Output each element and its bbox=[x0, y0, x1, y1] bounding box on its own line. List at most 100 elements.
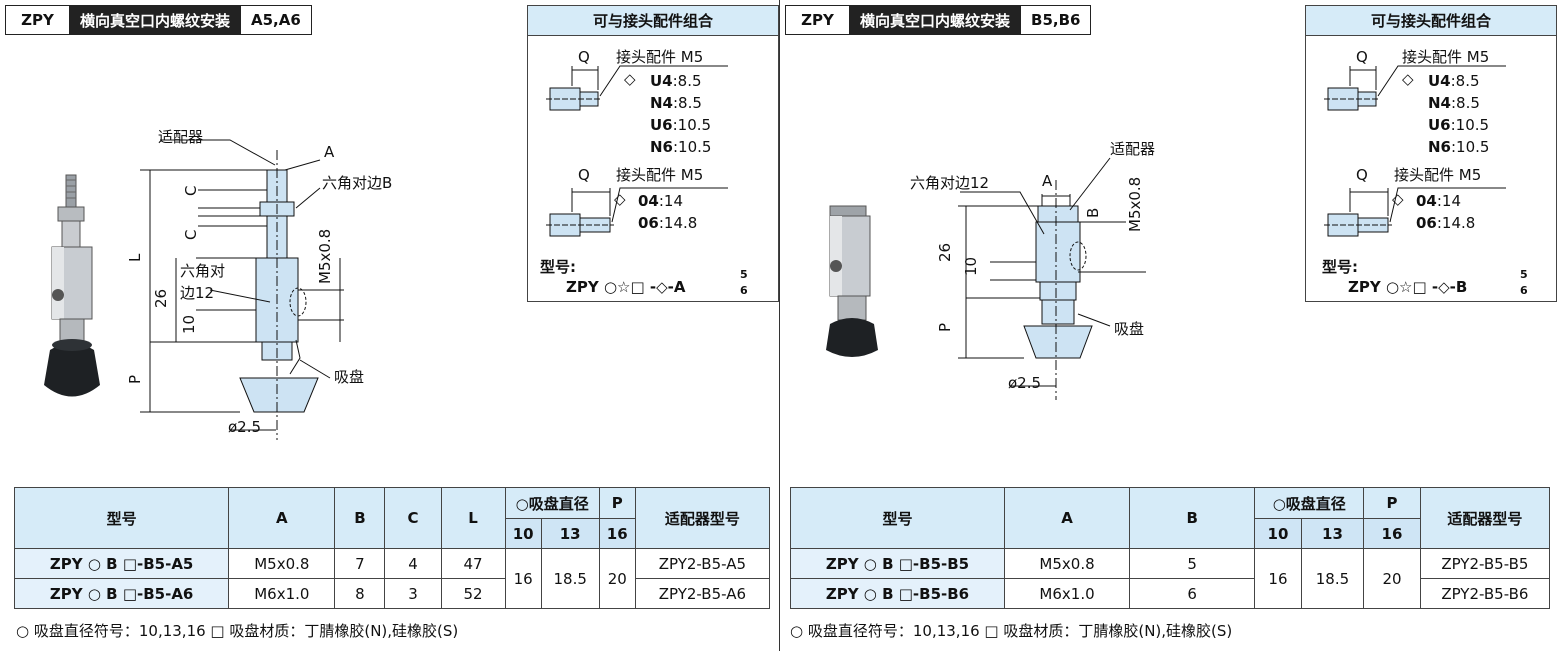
label-c2: C bbox=[182, 229, 200, 240]
th-l: L bbox=[440, 487, 506, 549]
cell-b: 6 bbox=[1129, 578, 1256, 609]
diamond-icon: ◇ bbox=[1392, 190, 1404, 208]
cell-p16: 20 bbox=[1363, 548, 1421, 609]
th-model: 型号 bbox=[790, 487, 1005, 549]
cell-model: ZPY ○ B □-B5-A6 bbox=[13, 578, 230, 609]
fit1-item-0: U4:8.5 bbox=[1428, 72, 1480, 90]
model-label: 型号: bbox=[1322, 258, 1358, 276]
combo-title: 可与接头配件组合 bbox=[1306, 6, 1556, 36]
combo-title: 可与接头配件组合 bbox=[528, 6, 778, 36]
diamond-icon: ◇ bbox=[1402, 70, 1414, 88]
model-sup: 5 bbox=[740, 268, 748, 281]
cell-c: 3 bbox=[384, 578, 442, 609]
footnote: ○ 吸盘直径符号：10,13,16 □ 吸盘材质：丁腈橡胶(N),硅橡胶(S) bbox=[790, 622, 1233, 640]
th-d13: 13 bbox=[540, 518, 600, 549]
cell-model: ZPY ○ B □-B5-B5 bbox=[790, 548, 1005, 579]
divider bbox=[779, 0, 780, 651]
th-d10: 10 bbox=[1254, 518, 1302, 549]
label-adapter: 适配器 bbox=[158, 128, 204, 146]
series-label: ZPY bbox=[6, 6, 70, 34]
header-tag: ZPY 横向真空口内螺纹安装 A5,A6 bbox=[5, 5, 312, 35]
label-adapter: 适配器 bbox=[1110, 140, 1156, 158]
model-code-text: ZPY ○☆□ -◇-A bbox=[566, 278, 686, 296]
fit1-q: Q bbox=[1356, 48, 1368, 66]
cell-a: M6x1.0 bbox=[1003, 578, 1131, 609]
fit1-item-2: U6:10.5 bbox=[1428, 116, 1490, 134]
left-panel: ZPY 横向真空口内螺纹安装 A5,A6 bbox=[5, 5, 779, 640]
cell-b: 8 bbox=[334, 578, 386, 609]
label-hex-b: 六角对边B bbox=[322, 174, 393, 192]
series-label: ZPY bbox=[786, 6, 850, 34]
label-dia: ø2.5 bbox=[1008, 374, 1042, 392]
model-sub: 6 bbox=[1520, 284, 1528, 297]
spec-table: 型号 A B C L ○吸盘直径 P 适配器型号 10 13 16 ZPY ○ … bbox=[13, 487, 771, 609]
section-drawing bbox=[958, 157, 1146, 400]
fit1-q: Q bbox=[578, 48, 590, 66]
cell-adapter: ZPY2-B5-A5 bbox=[634, 548, 771, 579]
model-sub: 6 bbox=[740, 284, 748, 297]
model-code: B5,B6 bbox=[1020, 6, 1091, 34]
label-a: A bbox=[324, 143, 335, 161]
cell-model: ZPY ○ B □-B5-B6 bbox=[790, 578, 1005, 609]
label-10: 10 bbox=[180, 314, 198, 334]
cell-p13: 18.5 bbox=[540, 548, 600, 609]
cell-p13: 18.5 bbox=[1300, 548, 1365, 609]
header-tag: ZPY 横向真空口内螺纹安装 B5,B6 bbox=[785, 5, 1092, 35]
table-row: ZPY ○ B □-B5-B6 M6x1.0 6 ZPY2-B5-B6 bbox=[790, 578, 1551, 609]
th-a: A bbox=[228, 487, 336, 549]
fit1-item-0: U4:8.5 bbox=[650, 72, 702, 90]
label-m5: M5x0.8 bbox=[1126, 176, 1144, 232]
th-adapter: 适配器型号 bbox=[634, 487, 771, 549]
th-pad-dia: ○吸盘直径 bbox=[1254, 487, 1365, 519]
table-row: ZPY ○ B □-B5-B5 M5x0.8 5 16 18.5 20 ZPY2… bbox=[790, 548, 1551, 609]
spec-table: 型号 A B ○吸盘直径 P 适配器型号 10 13 16 ZPY ○ B □-… bbox=[790, 487, 1551, 609]
th-p: P bbox=[1363, 487, 1421, 519]
section-drawing bbox=[140, 139, 344, 440]
fitting-drawings bbox=[546, 65, 728, 237]
drawing-a bbox=[44, 139, 344, 440]
fit1-item-3: N6:10.5 bbox=[1428, 138, 1490, 156]
fit1-label: 接头配件 M5 bbox=[616, 48, 704, 66]
cell-b: 7 bbox=[334, 548, 386, 579]
product-photo bbox=[826, 205, 878, 357]
th-d16: 16 bbox=[598, 518, 636, 549]
th-d10: 10 bbox=[504, 518, 542, 549]
cell-l: 52 bbox=[440, 578, 506, 609]
th-p: P bbox=[598, 487, 636, 519]
label-26: 26 bbox=[152, 288, 170, 308]
label-hex12a: 六角对 bbox=[180, 262, 226, 280]
fit1-item-3: N6:10.5 bbox=[650, 138, 712, 156]
th-pad-dia: ○吸盘直径 bbox=[504, 487, 600, 519]
th-a: A bbox=[1003, 487, 1131, 549]
cell-a: M5x0.8 bbox=[1003, 548, 1131, 579]
fit2-label: 接头配件 M5 bbox=[616, 166, 704, 184]
cell-adapter: ZPY2-B5-A6 bbox=[634, 578, 771, 609]
th-d13: 13 bbox=[1300, 518, 1365, 549]
fitting-drawings bbox=[1324, 65, 1506, 237]
label-p: P bbox=[936, 322, 954, 332]
label-pad: 吸盘 bbox=[1114, 320, 1145, 338]
cell-adapter: ZPY2-B5-B5 bbox=[1419, 548, 1551, 579]
label-m5: M5x0.8 bbox=[316, 228, 334, 284]
drawing-b bbox=[826, 157, 1146, 400]
th-adapter: 适配器型号 bbox=[1419, 487, 1551, 549]
fit1-item-1: N4:8.5 bbox=[1428, 94, 1480, 112]
fit1-item-2: U6:10.5 bbox=[650, 116, 712, 134]
label-pad: 吸盘 bbox=[334, 368, 365, 386]
label-hex12: 六角对边12 bbox=[910, 174, 990, 192]
cell-a: M6x1.0 bbox=[228, 578, 336, 609]
cell-a: M5x0.8 bbox=[228, 548, 336, 579]
label-a: A bbox=[1042, 172, 1053, 190]
label-b: B bbox=[1084, 207, 1102, 218]
th-d16: 16 bbox=[1363, 518, 1421, 549]
model-label: 型号: bbox=[540, 258, 576, 276]
cell-model: ZPY ○ B □-B5-A5 bbox=[13, 548, 230, 579]
fit2-item-0: 04:14 bbox=[638, 192, 684, 210]
section-title: 横向真空口内螺纹安装 bbox=[70, 6, 241, 34]
fit1-item-1: N4:8.5 bbox=[650, 94, 702, 112]
diamond-icon: ◇ bbox=[624, 70, 636, 88]
cell-l: 47 bbox=[440, 548, 506, 579]
table-row: ZPY ○ B □-B5-A5 M5x0.8 7 4 47 16 18.5 20… bbox=[13, 548, 771, 609]
th-c: C bbox=[384, 487, 442, 549]
cell-p10: 16 bbox=[504, 548, 542, 609]
